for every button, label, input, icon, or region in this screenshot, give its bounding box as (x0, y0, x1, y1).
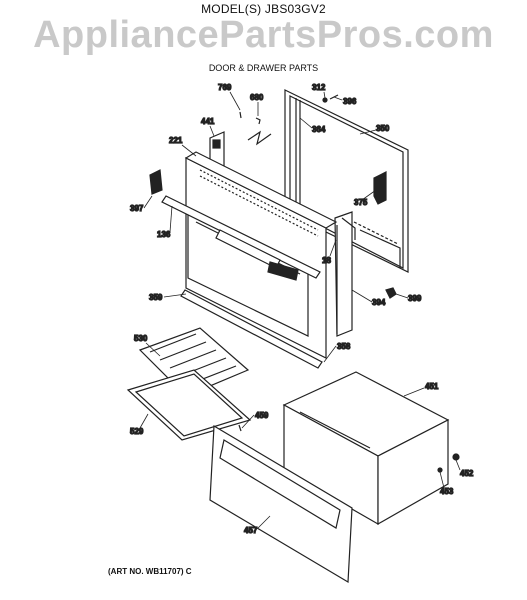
vent-364 (247, 130, 272, 146)
callout-769: 769 (218, 83, 232, 92)
nut-399 (385, 287, 397, 299)
callout-680: 680 (250, 93, 264, 102)
callout-451: 451 (425, 382, 439, 391)
model-title: MODEL(S) JBS03GV2 (201, 2, 326, 16)
callout-359: 359 (149, 293, 163, 302)
callout-397: 397 (130, 204, 144, 213)
side-support-394 (334, 211, 356, 337)
callout-399: 399 (408, 294, 422, 303)
part-452 (452, 453, 460, 461)
callout-530: 530 (134, 334, 148, 343)
callout-136: 136 (157, 230, 171, 239)
broiler-pan-529 (126, 369, 252, 441)
callout-452: 452 (460, 469, 474, 478)
screw-769 (239, 111, 242, 119)
clip-397 (149, 169, 163, 195)
hinge-375 (373, 171, 387, 205)
callout-457: 457 (244, 526, 258, 535)
screw-312 (322, 97, 328, 103)
callout-350: 350 (376, 124, 390, 133)
screw-680 (255, 117, 261, 125)
leader-lines (139, 91, 461, 529)
drawer-front-457 (209, 424, 353, 584)
callout-441: 441 (201, 117, 215, 126)
watermark-logo: AppliancePartsPros.com (33, 14, 494, 56)
callout-396: 396 (343, 97, 357, 106)
callout-394: 394 (372, 298, 386, 307)
callout-labels: 769 680 312 396 441 364 350 221 397 375 … (129, 82, 474, 535)
section-title: DOOR & DRAWER PARTS (208, 63, 319, 73)
callout-529: 529 (130, 427, 144, 436)
handle-136 (161, 195, 321, 281)
drawer-body-451 (282, 371, 450, 526)
art-number: (ART NO. WB11707) C (108, 567, 192, 576)
trim-359 (180, 289, 323, 369)
part-453 (437, 467, 443, 473)
callout-312: 312 (312, 83, 326, 92)
callout-459: 459 (255, 411, 269, 420)
callout-375: 375 (354, 198, 368, 207)
callout-221: 221 (169, 136, 183, 145)
callout-18: 18 (322, 256, 331, 265)
callout-453: 453 (440, 487, 454, 496)
callout-364: 364 (312, 125, 326, 134)
callout-358: 358 (337, 342, 351, 351)
part-459 (238, 424, 242, 432)
